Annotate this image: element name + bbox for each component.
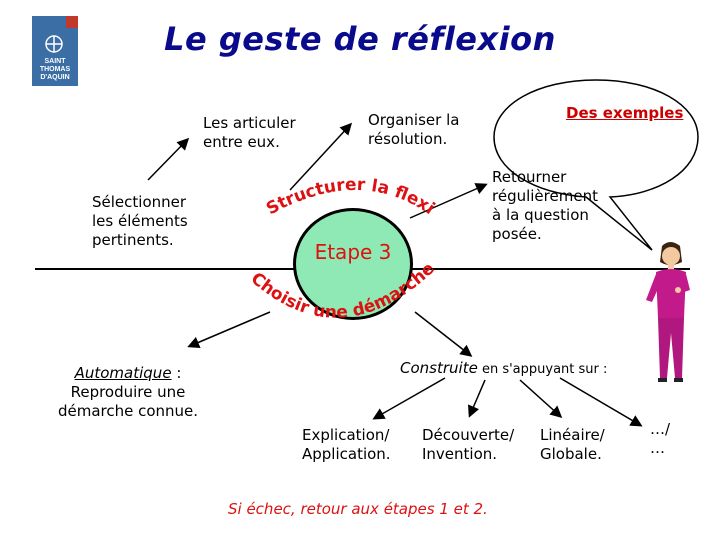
echec-text: Si échec, retour aux étapes 1 et 2.	[228, 500, 488, 518]
logo-line-3: D'AQUIN	[40, 74, 70, 81]
arrow-articuler	[147, 137, 190, 181]
logo-red-square	[66, 16, 78, 28]
school-logo: SAINT THOMAS D'AQUIN	[32, 16, 78, 86]
logo-line-1: SAINT	[44, 58, 66, 65]
automatique-title: Automatique	[74, 364, 172, 382]
construite-rest: en s'appuyant sur :	[477, 362, 608, 377]
page-title: Le geste de réflexion	[164, 20, 556, 58]
automatique-rest: : Reproduire une démarche connue.	[57, 364, 199, 420]
arrow-etc	[559, 377, 643, 427]
construite-text: Construite en s'appuyant sur :	[400, 359, 607, 379]
arrow-explication	[372, 377, 446, 420]
arrow-decouverte	[468, 379, 486, 418]
arc-text-group: Structurer la flexion Choisir une démarc…	[230, 170, 439, 323]
branch-decouverte: Découverte/ Invention.	[422, 426, 515, 463]
arrow-organiser	[289, 122, 353, 191]
arrow-lineaire	[519, 379, 563, 419]
branch-etc: …/ …	[650, 420, 671, 457]
arc-top-text: Structurer la flexion	[230, 170, 438, 219]
etape-label: Etape 3	[314, 240, 392, 264]
articuler-text: Les articuler entre eux.	[203, 114, 296, 151]
arrow-automatique	[187, 311, 271, 349]
arrow-retourner	[409, 183, 488, 219]
branch-explication: Explication/ Application.	[302, 426, 391, 463]
organiser-text: Organiser la résolution.	[368, 111, 460, 148]
automatique-text: Automatique : Reproduire une démarche co…	[48, 364, 208, 421]
speech-bubble	[493, 79, 699, 251]
logo-line-2: THOMAS	[39, 66, 71, 73]
etape-circle	[293, 208, 413, 320]
logo-emblem-icon	[45, 35, 63, 53]
logo-text: SAINT THOMAS D'AQUIN	[32, 58, 78, 82]
woman-illustration	[646, 242, 690, 382]
arrow-construite	[414, 311, 473, 357]
examples-label: Des exemples	[566, 104, 684, 122]
branch-lineaire: Linéaire/ Globale.	[540, 426, 605, 463]
construite-title: Construite	[400, 359, 478, 377]
retourner-text: Retourner régulièrement à la question po…	[492, 168, 598, 243]
selectionner-text: Sélectionner les éléments pertinents.	[92, 193, 188, 249]
